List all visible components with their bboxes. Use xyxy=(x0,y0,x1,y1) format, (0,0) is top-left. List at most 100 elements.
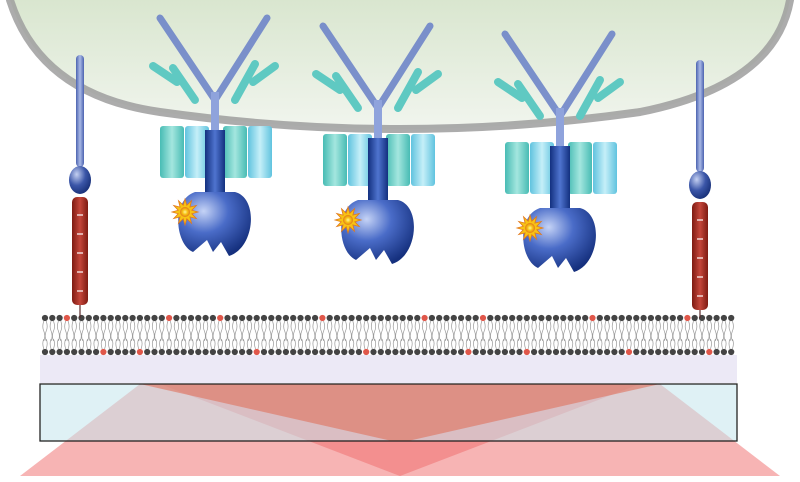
lipid-tail xyxy=(359,338,362,350)
lipid-tail xyxy=(633,320,637,342)
lipid-tail xyxy=(271,320,274,342)
lipid-tail xyxy=(210,338,213,350)
lipid-tail xyxy=(241,320,245,342)
lipid-tail xyxy=(418,338,420,350)
lipid-tail xyxy=(115,320,119,342)
lipid-head xyxy=(465,314,472,322)
lipid-tail xyxy=(491,338,493,350)
lipid-head xyxy=(494,314,501,322)
lipid-head xyxy=(436,314,443,322)
lipid-head xyxy=(78,348,85,356)
lipid-tail xyxy=(392,320,396,342)
lipid-tail xyxy=(315,338,318,350)
lipid-tail xyxy=(717,338,720,350)
lipid-tail xyxy=(151,338,154,350)
lipid-tail xyxy=(181,338,183,350)
lipid-head xyxy=(333,348,341,356)
lipid-head xyxy=(173,314,180,322)
lipid-head xyxy=(195,348,202,356)
lipid-tail xyxy=(716,320,720,342)
lipid-head xyxy=(509,314,516,322)
receptor-arm xyxy=(576,76,604,120)
antibody-arm xyxy=(211,14,271,104)
lipid-head xyxy=(41,348,49,356)
lipid-head xyxy=(494,348,501,356)
lipid-tail xyxy=(122,320,126,342)
lipid-tail xyxy=(228,338,231,350)
lipid-head xyxy=(604,348,611,356)
lipid-head xyxy=(399,348,406,356)
lipid-head xyxy=(618,348,625,356)
lipid-head xyxy=(538,314,545,322)
lipid-head xyxy=(728,348,735,356)
lipid-head xyxy=(187,348,195,356)
lipid-tail xyxy=(504,320,508,342)
lipid-head xyxy=(589,348,596,356)
lipid-tail xyxy=(42,320,46,342)
lipid-tail xyxy=(465,338,468,350)
lipid-head xyxy=(647,348,655,356)
lipid-tail xyxy=(679,320,683,342)
lipid-head xyxy=(166,314,173,322)
lipid-head xyxy=(297,314,304,322)
lipid-tail xyxy=(358,320,362,342)
lipid-head xyxy=(392,348,399,356)
lipid-tail xyxy=(89,338,92,350)
lipid-tail xyxy=(599,320,603,342)
lipid-head xyxy=(187,314,195,322)
lipid-head xyxy=(487,314,494,322)
lipid-head xyxy=(377,348,384,356)
lipid-tail xyxy=(516,338,519,350)
lipid-head xyxy=(523,314,530,322)
lipid-head xyxy=(209,314,216,322)
lipid-head xyxy=(195,314,202,322)
lipid-tail xyxy=(224,338,227,350)
lipid-tail xyxy=(154,320,158,342)
lipid-tail xyxy=(341,338,344,350)
lipid-tail xyxy=(670,320,673,342)
lipid-tail xyxy=(432,338,435,350)
antibody-stem xyxy=(374,100,382,148)
lipid-tail xyxy=(126,338,128,350)
lipid-tail xyxy=(293,320,296,342)
lipid-head xyxy=(173,348,180,356)
lipid-head xyxy=(209,348,216,356)
lipid-head xyxy=(100,348,107,356)
lipid-tail xyxy=(582,338,585,350)
lipid-tail xyxy=(100,338,103,350)
lipid-tail xyxy=(622,338,625,350)
lipid-tail xyxy=(546,320,549,342)
receptor-arm xyxy=(332,72,362,112)
lipid-tail xyxy=(356,338,359,350)
lipid-tail xyxy=(732,338,734,350)
lipid-tail xyxy=(458,338,461,350)
kinase-domain xyxy=(178,192,251,256)
lipid-tail xyxy=(190,320,194,342)
lipid-tail xyxy=(592,320,596,342)
receptor-arm xyxy=(249,62,279,86)
lipid-tail xyxy=(641,338,643,350)
lipid-head xyxy=(531,348,538,356)
kinase-stalk xyxy=(550,146,570,208)
antibody-stem xyxy=(211,92,219,140)
lipid-tail xyxy=(410,338,413,350)
lipid-tail xyxy=(451,338,453,350)
lipid-head xyxy=(691,314,698,322)
lipid-tail xyxy=(650,320,654,342)
lipid-tail xyxy=(312,338,315,350)
lipid-tail xyxy=(181,320,184,342)
lipid-head xyxy=(312,314,319,322)
lipid-tail xyxy=(400,338,402,350)
lipid-head xyxy=(392,314,399,322)
lipid-head xyxy=(129,348,136,356)
antibody-arm xyxy=(156,14,219,104)
lipid-head xyxy=(282,348,289,356)
receptor-arm xyxy=(149,62,181,86)
lipid-tail xyxy=(246,320,250,342)
lipid-head xyxy=(406,348,414,356)
lipid-head xyxy=(516,314,523,322)
lipid-tail xyxy=(139,320,143,342)
lipid-tail xyxy=(88,320,92,342)
lipid-head xyxy=(268,348,275,356)
